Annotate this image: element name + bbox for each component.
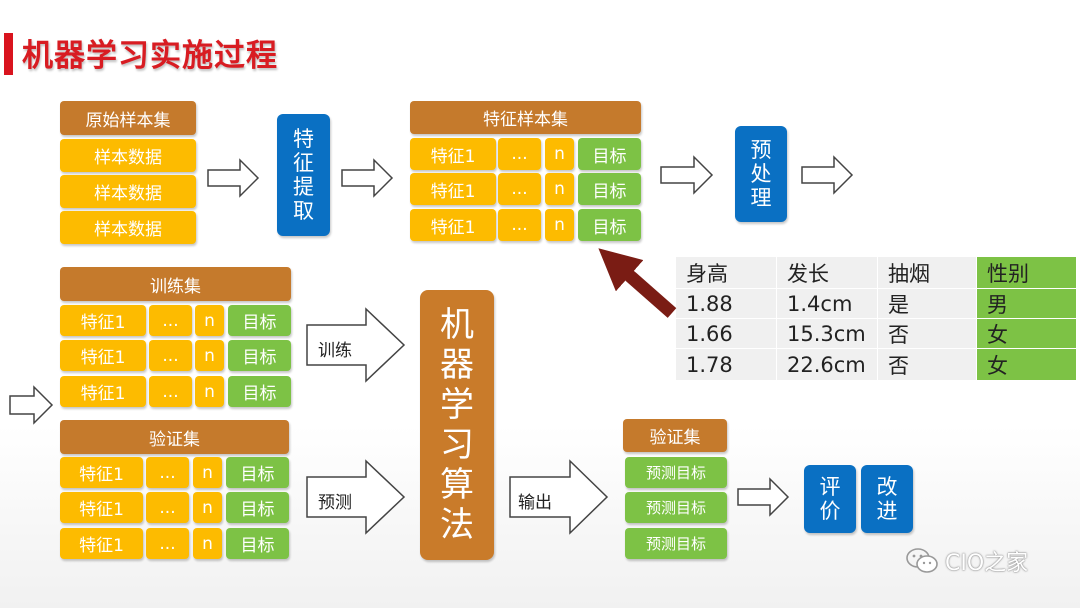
n-cell: n (545, 138, 574, 170)
raw-sample-row: 样本数据 (60, 139, 196, 172)
table-cell: 1.88 (676, 289, 776, 318)
table-header-cell: 发长 (777, 257, 877, 288)
table-cell: 否 (878, 319, 976, 348)
table-header-cell: 抽烟 (878, 257, 976, 288)
feature-cell: 特征1 (410, 138, 496, 170)
table-cell: 1.78 (676, 349, 776, 380)
preprocess-box: 预处理 (735, 126, 787, 222)
dots-cell: ... (146, 457, 189, 488)
table-cell: 22.6cm (777, 349, 877, 380)
n-cell: n (195, 305, 224, 336)
table-cell: 1.66 (676, 319, 776, 348)
target-cell: 目标 (226, 492, 289, 523)
raw-sample-row: 样本数据 (60, 175, 196, 208)
dots-cell: ... (498, 138, 541, 170)
table-cell: 女 (977, 319, 1076, 348)
hollow-arrow-predict-icon (306, 459, 406, 535)
output-arrow-label: 输出 (518, 493, 552, 513)
feature-cell: 特征1 (60, 305, 146, 336)
table-header-cell: 性别 (977, 257, 1076, 288)
n-cell: n (193, 457, 222, 488)
table-cell: 1.4cm (777, 289, 877, 318)
train-set-header: 训练集 (60, 267, 291, 301)
hollow-arrow-right-icon (341, 158, 394, 198)
hollow-arrow-right-icon (801, 155, 854, 195)
target-cell: 目标 (228, 376, 291, 407)
target-cell: 目标 (228, 305, 291, 336)
predict-arrow-label: 预测 (318, 493, 352, 513)
table-cell: 男 (977, 289, 1076, 318)
hollow-arrow-output-icon (509, 459, 609, 535)
red-arrow-icon (598, 248, 677, 318)
dots-cell: ... (146, 528, 189, 559)
watermark: CIO之家 (905, 545, 1028, 577)
ml-algorithm-box: 机器学习算法 (420, 290, 494, 560)
train-arrow-label: 训练 (318, 341, 352, 361)
dots-cell: ... (149, 305, 192, 336)
hollow-arrow-right-icon (9, 385, 54, 425)
table-cell: 否 (878, 349, 976, 380)
feature-cell: 特征1 (60, 376, 146, 407)
dots-cell: ... (149, 376, 192, 407)
improve-box: 改进 (861, 465, 913, 533)
dots-cell: ... (498, 173, 541, 205)
output-set-header: 验证集 (623, 419, 727, 452)
n-cell: n (195, 340, 224, 371)
feature-cell: 特征1 (410, 209, 496, 241)
n-cell: n (195, 376, 224, 407)
raw-sample-row: 样本数据 (60, 211, 196, 244)
hollow-arrow-train-icon (306, 307, 406, 383)
target-cell: 目标 (226, 528, 289, 559)
dots-cell: ... (149, 340, 192, 371)
feature-cell: 特征1 (60, 340, 146, 371)
table-cell: 15.3cm (777, 319, 877, 348)
slide-title: 机器学习实施过程 (22, 38, 278, 74)
raw-set-header: 原始样本集 (60, 101, 196, 135)
target-cell: 目标 (228, 340, 291, 371)
watermark-text: CIO之家 (945, 551, 1029, 576)
feature-set-header: 特征样本集 (410, 101, 641, 134)
n-cell: n (545, 209, 574, 241)
valid-set-header: 验证集 (60, 420, 289, 454)
table-cell: 是 (878, 289, 976, 318)
feature-cell: 特征1 (60, 492, 143, 523)
table-header-cell: 身高 (676, 257, 776, 288)
predicted-target-row: 预测目标 (625, 492, 727, 523)
n-cell: n (193, 528, 222, 559)
dots-cell: ... (146, 492, 189, 523)
table-cell: 女 (977, 349, 1076, 380)
feature-cell: 特征1 (410, 173, 496, 205)
feature-cell: 特征1 (60, 528, 143, 559)
sample-data-table: 身高 发长 抽烟 性别 1.88 1.4cm 是 男 1.66 15.3cm 否… (676, 257, 1076, 381)
evaluate-box: 评价 (804, 465, 856, 533)
hollow-arrow-right-icon (660, 155, 714, 195)
predicted-target-row: 预测目标 (625, 528, 727, 559)
n-cell: n (193, 492, 222, 523)
wechat-icon (906, 548, 938, 573)
dots-cell: ... (498, 209, 541, 241)
title-accent-bar (4, 33, 13, 75)
target-cell: 目标 (578, 173, 641, 205)
target-cell: 目标 (578, 138, 641, 170)
target-cell: 目标 (578, 209, 641, 241)
hollow-arrow-right-icon (207, 158, 260, 198)
hollow-arrow-right-icon (737, 477, 790, 517)
n-cell: n (545, 173, 574, 205)
feature-cell: 特征1 (60, 457, 143, 488)
target-cell: 目标 (226, 457, 289, 488)
predicted-target-row: 预测目标 (625, 457, 727, 488)
feature-extract-box: 特征提取 (277, 114, 330, 236)
